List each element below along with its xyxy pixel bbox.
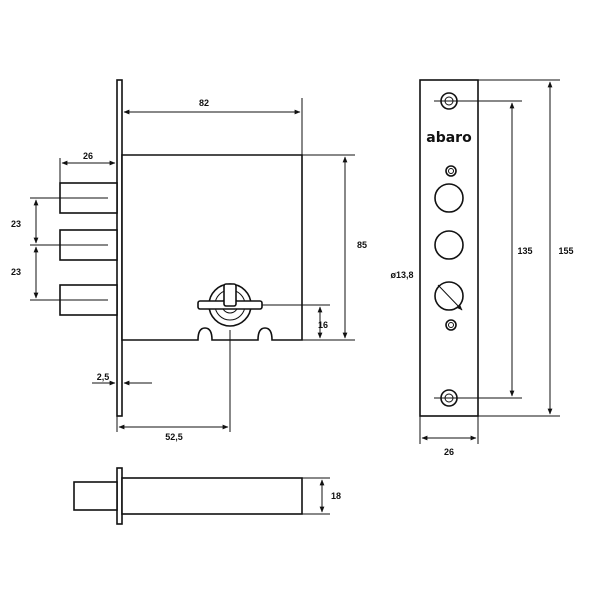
dim-backset: 52,5 bbox=[165, 432, 183, 442]
dim-bolt-projection: 26 bbox=[83, 151, 93, 161]
dim-body-height: 85 bbox=[357, 240, 367, 250]
lock-body-top bbox=[121, 477, 303, 515]
top-view: 18 bbox=[73, 467, 341, 525]
dim-cylinder-diameter: ø13,8 bbox=[390, 270, 413, 280]
side-view: 82 26 23 23 85 16 2,5 52,5 bbox=[11, 79, 367, 442]
bolt-opening-middle bbox=[434, 230, 464, 260]
dim-body-depth: 18 bbox=[331, 491, 341, 501]
bolt-opening-top bbox=[434, 183, 464, 213]
dim-bolt-spacing-top: 23 bbox=[11, 219, 21, 229]
dim-faceplate-thickness: 2,5 bbox=[97, 372, 110, 382]
faceplate-front bbox=[419, 79, 479, 417]
cylinder-opening bbox=[434, 281, 464, 311]
cylinder-rose bbox=[197, 283, 263, 327]
bolt-top-view bbox=[73, 481, 118, 511]
dim-hole-spacing: 135 bbox=[517, 246, 532, 256]
dim-faceplate-width: 26 bbox=[444, 447, 454, 457]
small-hole-upper bbox=[445, 165, 457, 177]
dim-body-width: 82 bbox=[199, 98, 209, 108]
small-hole-lower bbox=[445, 319, 457, 331]
dim-bolt-spacing-bottom: 23 bbox=[11, 267, 21, 277]
lock-body bbox=[121, 154, 303, 341]
dim-cylinder-offset: 16 bbox=[318, 320, 328, 330]
dim-faceplate-length: 155 bbox=[558, 246, 573, 256]
front-view: abaro ø13,8 135 bbox=[390, 79, 574, 457]
brand-logo: abaro bbox=[426, 130, 472, 146]
